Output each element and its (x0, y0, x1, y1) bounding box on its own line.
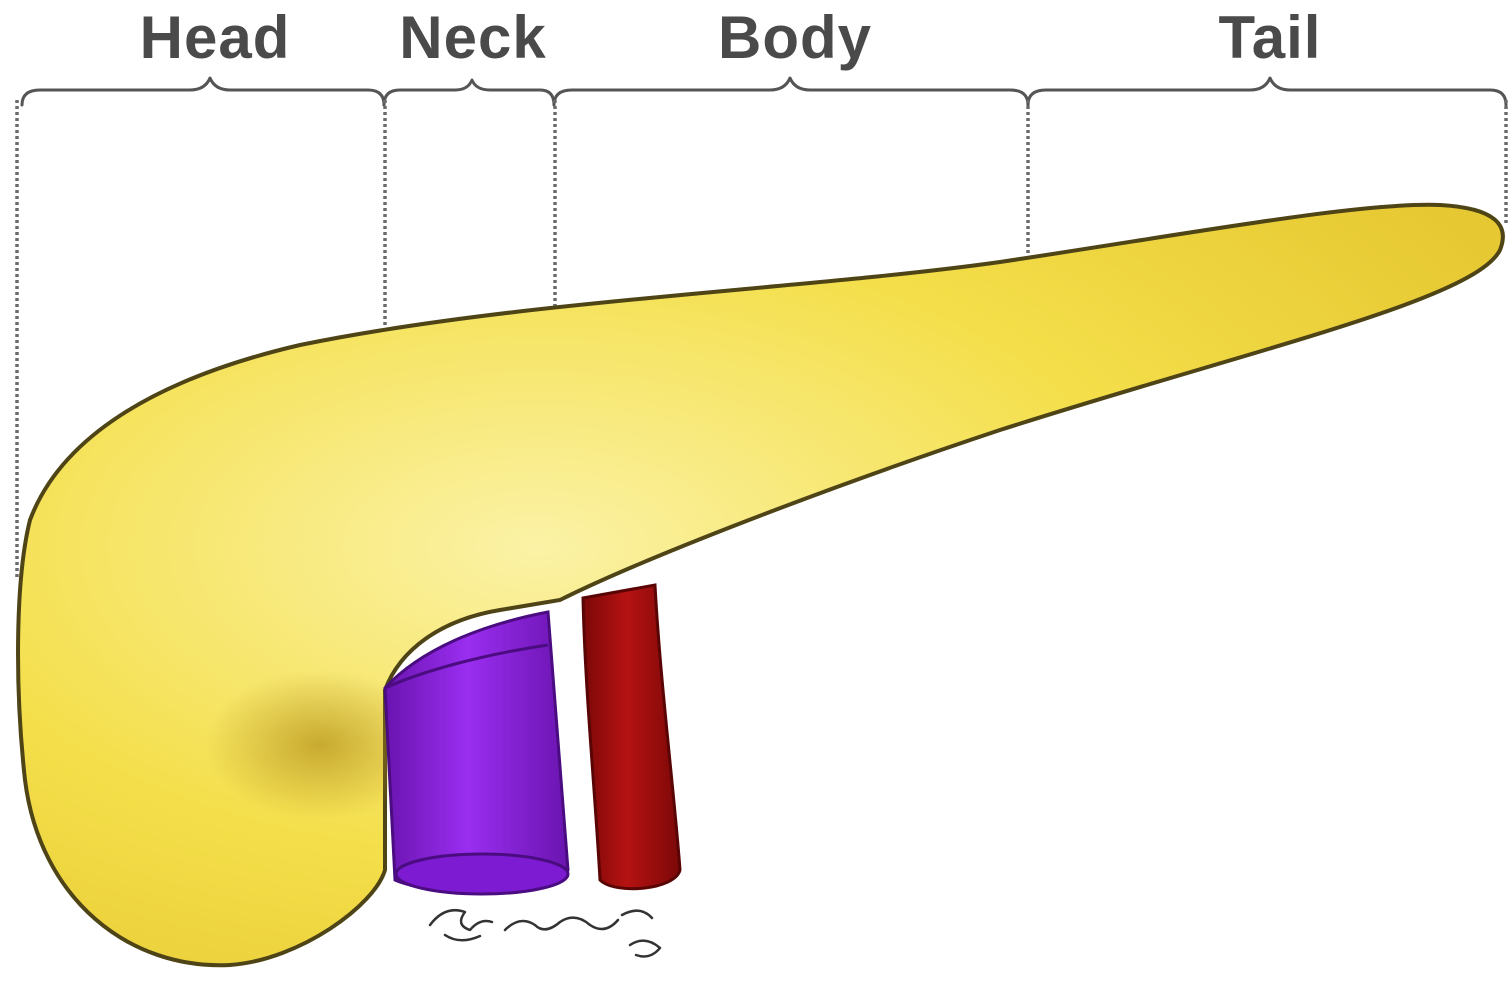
bracket-body (554, 78, 1028, 105)
bracket-neck (384, 80, 554, 105)
region-label-head: Head (140, 4, 291, 71)
artist-signature (430, 910, 660, 956)
bracket-tail (1028, 78, 1506, 105)
artery-vessel (583, 585, 680, 889)
region-label-body: Body (718, 4, 872, 71)
pancreas-organ (18, 205, 1503, 965)
bracket-head (22, 78, 384, 105)
region-label-neck: Neck (399, 4, 546, 71)
vein-vessel-opening (396, 854, 568, 894)
region-label-tail: Tail (1219, 4, 1322, 71)
vein-vessel (385, 612, 568, 891)
